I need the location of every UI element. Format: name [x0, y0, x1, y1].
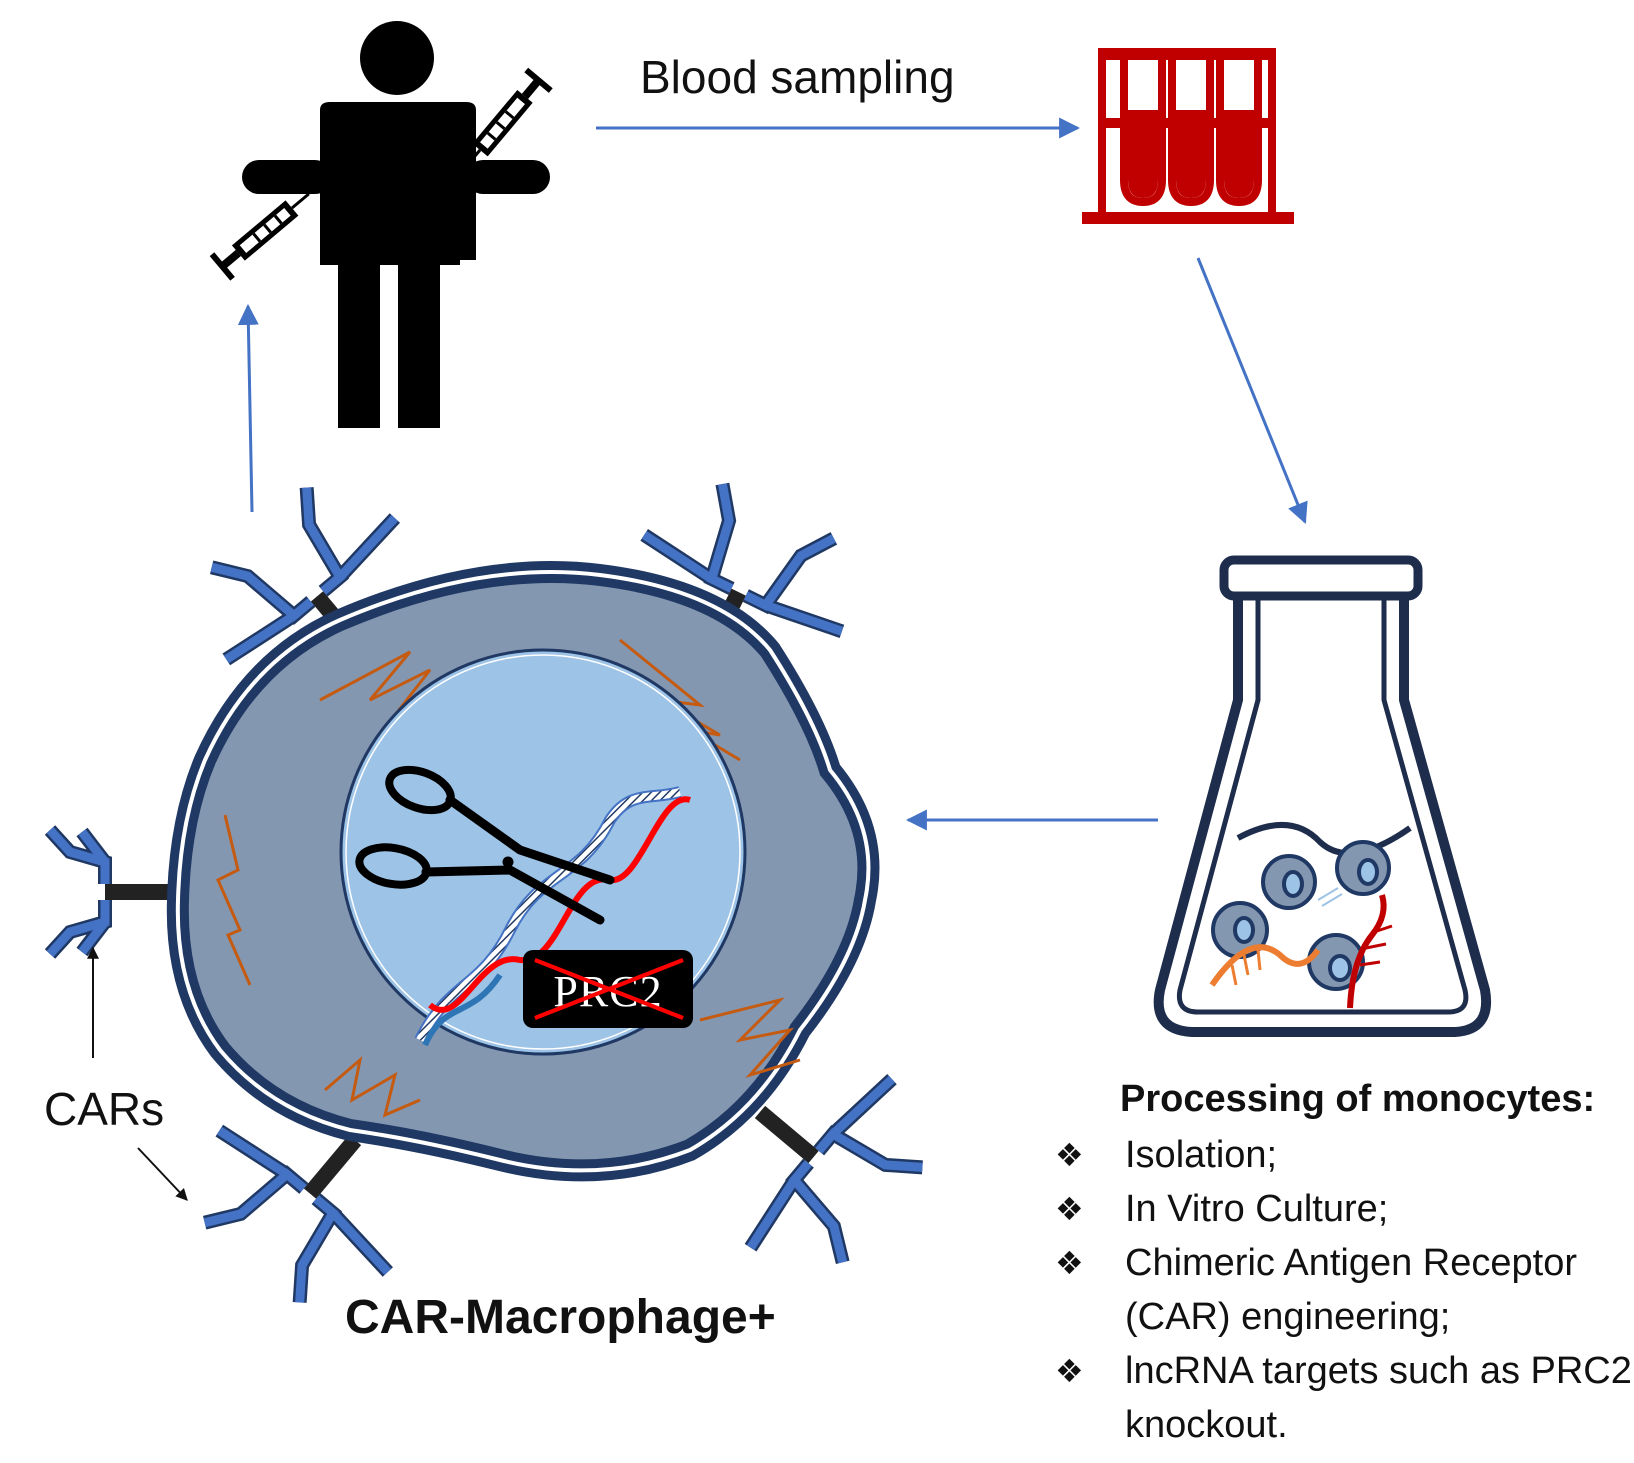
- rna-strands: [1209, 887, 1393, 1009]
- dna-helix-icon: [414, 786, 691, 1047]
- workflow-arrows: [237, 117, 1308, 831]
- blood-sampling-label: Blood sampling: [640, 51, 955, 103]
- processing-title: Processing of monocytes:: [1120, 1078, 1596, 1120]
- list-item: ❖ Chimeric Antigen Receptor (CAR) enginee…: [1055, 1236, 1634, 1344]
- arrow-cell-to-person: [237, 303, 259, 513]
- list-item-text: In Vitro Culture;: [1125, 1188, 1389, 1230]
- list-item-text: Isolation;: [1125, 1134, 1278, 1176]
- arrow-tubes-to-flask: [1196, 257, 1308, 524]
- processing-steps-list: ❖ Isolation; ❖ In Vitro Culture; ❖ Chimeric…: [1055, 1128, 1634, 1452]
- car-receptor-icon: [202, 1124, 393, 1303]
- culture-flask-icon: [1153, 555, 1492, 1037]
- list-item-text: lncRNA targets such as PRC2 knockout.: [1125, 1350, 1632, 1446]
- blood-tubes-rack-icon: [1082, 48, 1294, 224]
- list-item-text: Chimeric Antigen Receptor (CAR) engineer…: [1125, 1242, 1577, 1338]
- list-item: ❖ In Vitro Culture;: [1055, 1182, 1634, 1236]
- monocyte-cells: [1211, 840, 1391, 991]
- four-diamond-bullet-icon: ❖: [1055, 1353, 1084, 1389]
- four-diamond-bullet-icon: ❖: [1055, 1137, 1084, 1173]
- list-item: ❖ Isolation;: [1055, 1128, 1634, 1182]
- prc2-label: PRC2: [553, 967, 663, 1016]
- cars-label: CARs: [44, 1083, 165, 1135]
- four-diamond-bullet-icon: ❖: [1055, 1191, 1084, 1227]
- car-receptor-icon: [744, 1074, 923, 1265]
- person-with-syringes-icon: [209, 21, 553, 428]
- list-item: ❖ lncRNA targets such as PRC2 knockout.: [1055, 1344, 1634, 1452]
- car-receptors: [44, 482, 923, 1303]
- macrophage-cell: [166, 561, 880, 1182]
- four-diamond-bullet-icon: ❖: [1055, 1245, 1084, 1281]
- cars-pointer-arrows: [87, 946, 188, 1201]
- scissors-icon: [355, 765, 615, 925]
- car-macrophage-title: CAR-Macrophage+: [345, 1291, 776, 1344]
